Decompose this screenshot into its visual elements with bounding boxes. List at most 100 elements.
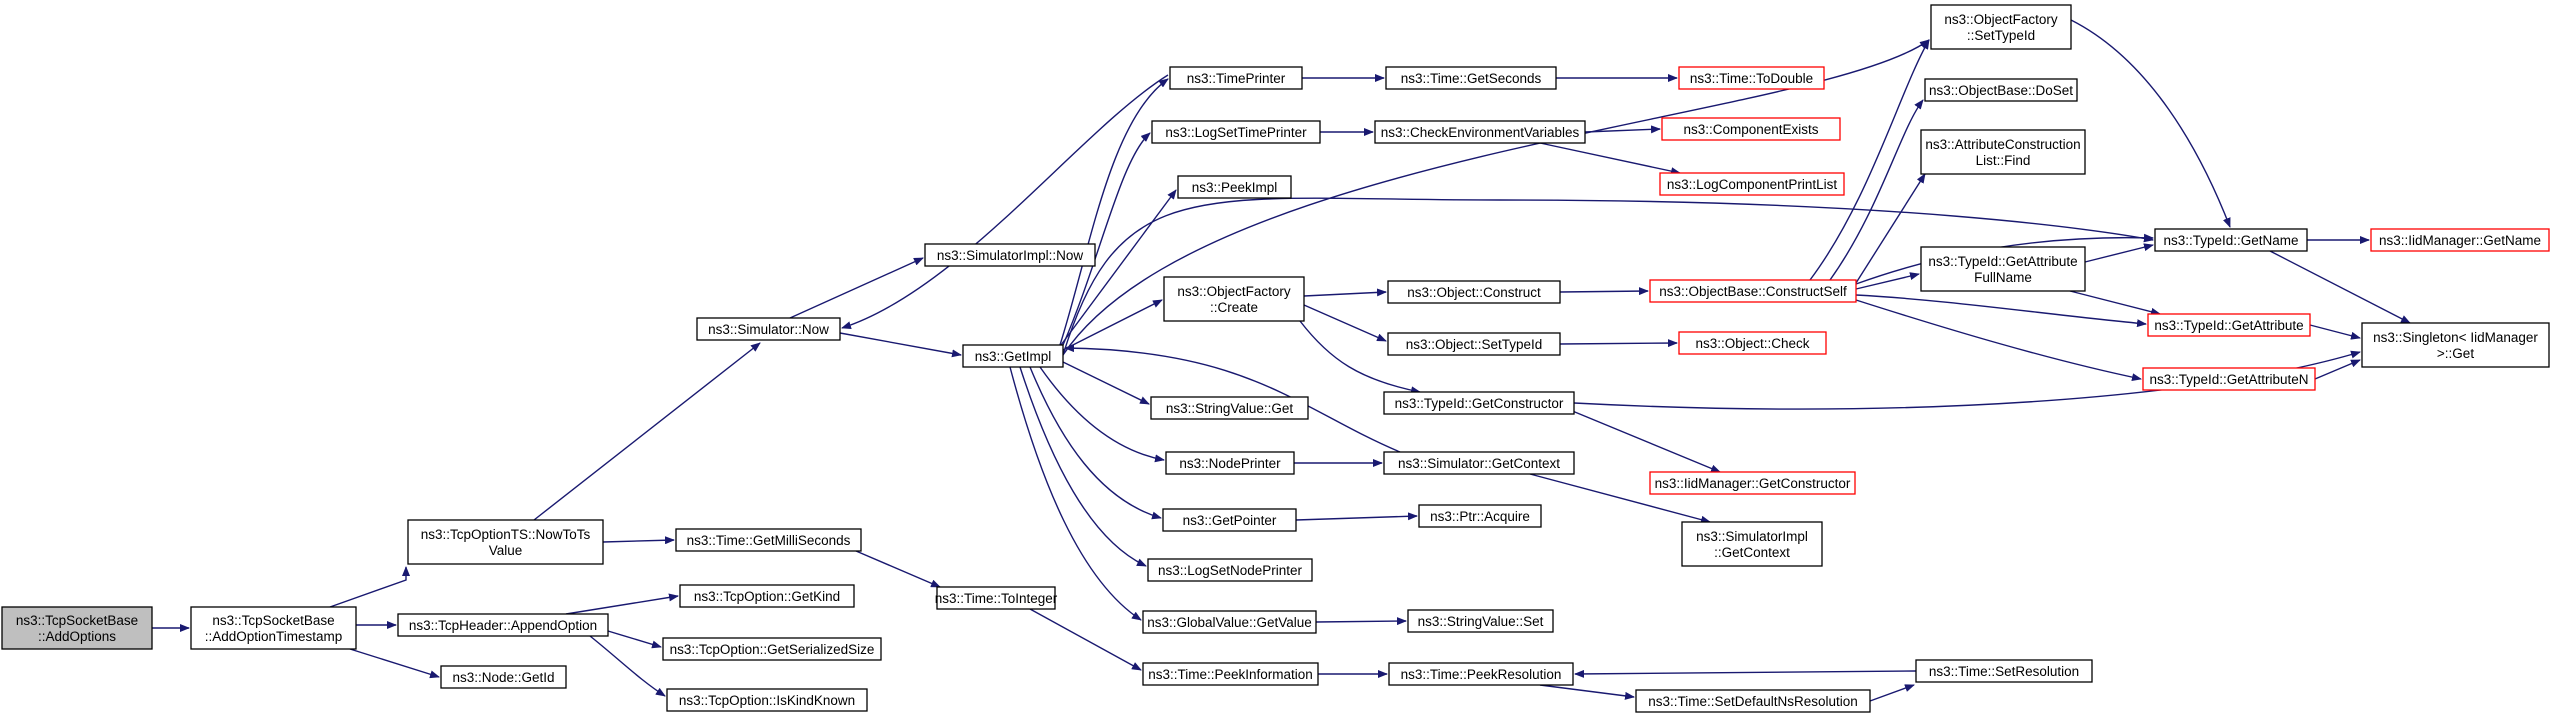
node-box[interactable] — [1177, 175, 1292, 199]
node-getimpl[interactable]: ns3::GetImpl — [962, 344, 1064, 368]
node-box[interactable] — [1659, 172, 1845, 196]
node-box[interactable] — [696, 317, 841, 341]
node-tidgetname[interactable]: ns3::TypeId::GetName — [2154, 228, 2308, 252]
node-constructself[interactable]: ns3::ObjectBase::ConstructSelf — [1649, 279, 1857, 303]
node-simgetctx[interactable]: ns3::Simulator::GetContext — [1383, 451, 1575, 475]
node-box[interactable] — [1169, 66, 1303, 90]
node-ofcreate[interactable]: ns3::ObjectFactory::Create — [1163, 276, 1305, 322]
node-box[interactable] — [1374, 120, 1586, 144]
node-box[interactable] — [666, 688, 868, 712]
node-ofsettid[interactable]: ns3::ObjectFactory::SetTypeId — [1930, 4, 2072, 50]
node-objconstruct[interactable]: ns3::Object::Construct — [1387, 280, 1561, 304]
node-box[interactable] — [1920, 246, 2086, 292]
node-iidgetname[interactable]: ns3::IidManager::GetName — [2370, 228, 2550, 252]
node-root[interactable]: ns3::TcpSocketBase::AddOptions — [1, 606, 153, 650]
node-checkenv[interactable]: ns3::CheckEnvironmentVariables — [1374, 120, 1586, 144]
node-box[interactable] — [1661, 117, 1841, 141]
node-box[interactable] — [962, 344, 1064, 368]
node-getsec[interactable]: ns3::Time::GetSeconds — [1385, 66, 1557, 90]
node-box[interactable] — [1151, 120, 1321, 144]
node-box[interactable] — [1150, 396, 1309, 420]
node-objsettid[interactable]: ns3::Object::SetTypeId — [1387, 332, 1561, 356]
node-box[interactable] — [924, 243, 1096, 267]
node-getms[interactable]: ns3::Time::GetMilliSeconds — [675, 528, 862, 552]
node-box[interactable] — [1924, 78, 2078, 102]
node-box[interactable] — [1649, 471, 1856, 495]
node-box[interactable] — [1407, 609, 1554, 633]
node-box[interactable] — [1418, 504, 1542, 528]
node-box[interactable] — [397, 613, 609, 637]
node-logcompprint[interactable]: ns3::LogComponentPrintList — [1659, 172, 1845, 196]
node-box[interactable] — [1678, 66, 1825, 90]
node-box[interactable] — [1385, 66, 1557, 90]
node-append[interactable]: ns3::TcpHeader::AppendOption — [397, 613, 609, 637]
node-box[interactable] — [1383, 451, 1575, 475]
node-timeprinter[interactable]: ns3::TimePrinter — [1169, 66, 1303, 90]
node-box[interactable] — [1163, 276, 1305, 322]
node-peekres[interactable]: ns3::Time::PeekResolution — [1388, 662, 1574, 686]
node-box[interactable] — [1165, 451, 1295, 475]
node-peekinfo[interactable]: ns3::Time::PeekInformation — [1142, 662, 1319, 686]
node-box[interactable] — [936, 586, 1056, 610]
node-box[interactable] — [2361, 322, 2550, 368]
node-tidgetattrn[interactable]: ns3::TypeId::GetAttributeN — [2142, 367, 2316, 391]
node-box[interactable] — [407, 519, 604, 565]
node-box[interactable] — [1681, 521, 1823, 567]
node-box[interactable] — [1930, 4, 2072, 50]
node-box[interactable] — [2147, 313, 2311, 337]
node-svset[interactable]: ns3::StringValue::Set — [1407, 609, 1554, 633]
node-logsetnp[interactable]: ns3::LogSetNodePrinter — [1147, 558, 1313, 582]
node-box[interactable] — [2154, 228, 2308, 252]
node-singleton[interactable]: ns3::Singleton< IidManager>::Get — [2361, 322, 2550, 368]
node-box[interactable] — [1, 606, 153, 650]
node-box[interactable] — [1142, 610, 1317, 634]
node-getser[interactable]: ns3::TcpOption::GetSerializedSize — [662, 637, 882, 661]
node-box[interactable] — [1388, 662, 1574, 686]
node-box[interactable] — [1147, 558, 1313, 582]
node-svget[interactable]: ns3::StringValue::Get — [1150, 396, 1309, 420]
node-box[interactable] — [1678, 331, 1827, 355]
node-todouble[interactable]: ns3::Time::ToDouble — [1678, 66, 1825, 90]
node-setdefaultns[interactable]: ns3::Time::SetDefaultNsResolution — [1635, 689, 1871, 713]
node-box[interactable] — [662, 637, 882, 661]
node-setres[interactable]: ns3::Time::SetResolution — [1915, 659, 2093, 683]
node-box[interactable] — [2370, 228, 2550, 252]
node-box[interactable] — [679, 584, 855, 608]
node-dosetobj[interactable]: ns3::ObjectBase::DoSet — [1924, 78, 2078, 102]
node-box[interactable] — [1387, 280, 1561, 304]
node-box[interactable] — [1649, 279, 1857, 303]
node-addts[interactable]: ns3::TcpSocketBase::AddOptionTimestamp — [190, 606, 357, 650]
node-box[interactable] — [1142, 662, 1319, 686]
node-box[interactable] — [1387, 332, 1561, 356]
node-simnow[interactable]: ns3::Simulator::Now — [696, 317, 841, 341]
node-tidgetattr[interactable]: ns3::TypeId::GetAttribute — [2147, 313, 2311, 337]
node-box[interactable] — [675, 528, 862, 552]
node-simimplnow[interactable]: ns3::SimulatorImpl::Now — [924, 243, 1096, 267]
node-gvget[interactable]: ns3::GlobalValue::GetValue — [1142, 610, 1317, 634]
node-toint[interactable]: ns3::Time::ToInteger — [935, 586, 1058, 610]
node-tidgetctor[interactable]: ns3::TypeId::GetConstructor — [1383, 391, 1575, 415]
node-box[interactable] — [1915, 659, 2093, 683]
node-getkind[interactable]: ns3::TcpOption::GetKind — [679, 584, 855, 608]
node-logsettp[interactable]: ns3::LogSetTimePrinter — [1151, 120, 1321, 144]
node-iidgetctor[interactable]: ns3::IidManager::GetConstructor — [1649, 471, 1856, 495]
node-ptracquire[interactable]: ns3::Ptr::Acquire — [1418, 504, 1542, 528]
node-objcheck[interactable]: ns3::Object::Check — [1678, 331, 1827, 355]
node-box[interactable] — [2142, 367, 2316, 391]
node-simimplgetctx[interactable]: ns3::SimulatorImpl::GetContext — [1681, 521, 1823, 567]
node-box[interactable] — [190, 606, 357, 650]
node-box[interactable] — [1920, 129, 2086, 175]
node-nodeid[interactable]: ns3::Node::GetId — [440, 665, 567, 689]
node-box[interactable] — [440, 665, 567, 689]
node-peekimpl[interactable]: ns3::PeekImpl — [1177, 175, 1292, 199]
node-box[interactable] — [1162, 508, 1297, 532]
node-nodeprinter[interactable]: ns3::NodePrinter — [1165, 451, 1295, 475]
node-box[interactable] — [1383, 391, 1575, 415]
node-getpointer[interactable]: ns3::GetPointer — [1162, 508, 1297, 532]
node-compexists[interactable]: ns3::ComponentExists — [1661, 117, 1841, 141]
node-box[interactable] — [1635, 689, 1871, 713]
node-iskind[interactable]: ns3::TcpOption::IsKindKnown — [666, 688, 868, 712]
